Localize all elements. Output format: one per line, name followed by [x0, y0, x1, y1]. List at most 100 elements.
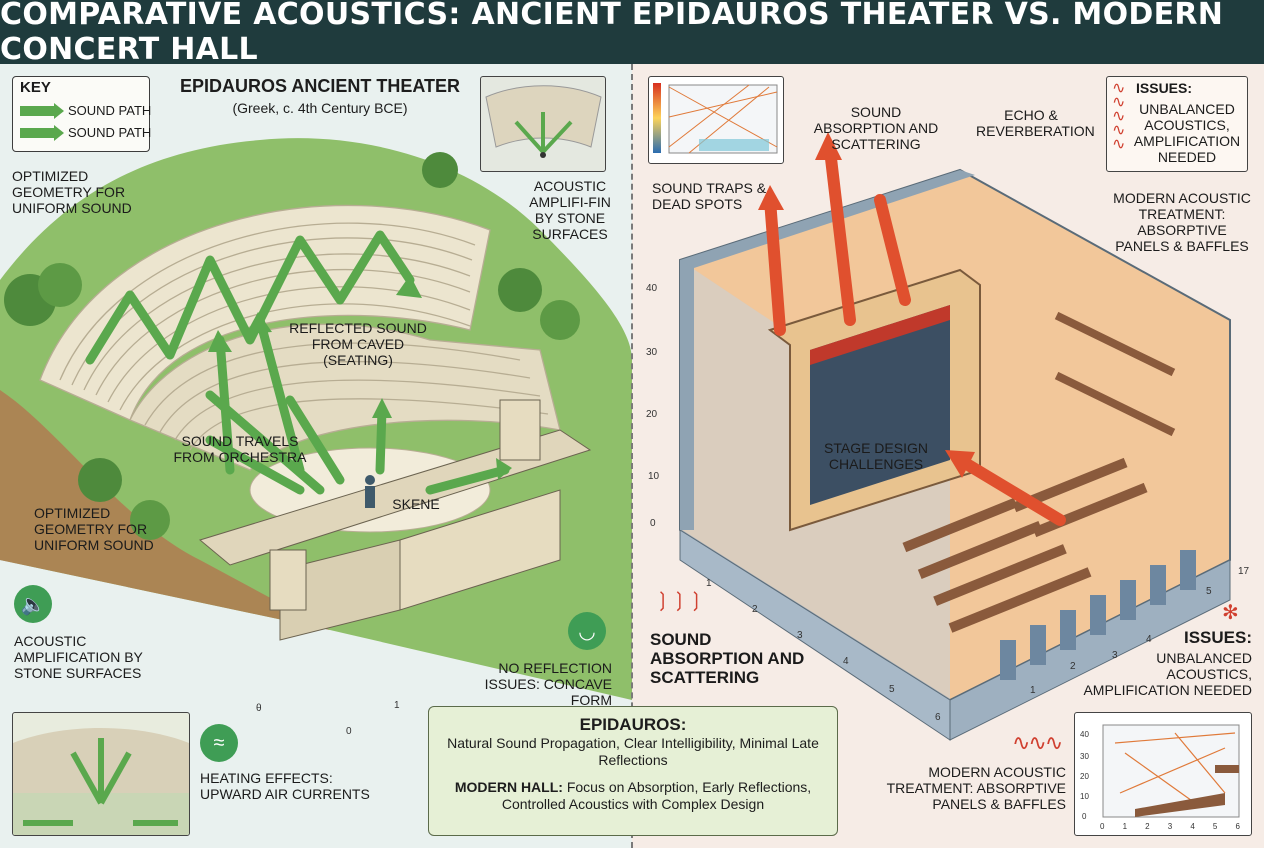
thumb-x-tick: 6	[1235, 822, 1240, 831]
summary-modern: MODERN HALL: Focus on Absorption, Early …	[429, 779, 837, 813]
theater-view-drawing	[485, 85, 602, 158]
label-reflected-sound: REFLECTED SOUND FROM CAVED (SEATING)	[289, 320, 427, 368]
x-tick-right: 17	[1238, 566, 1250, 577]
x-tick-right: 3	[1112, 650, 1118, 661]
red-arrow-heads	[758, 132, 975, 478]
axis-tick-left: 1	[394, 700, 400, 711]
issues-top-title: ISSUES:	[1136, 80, 1193, 96]
key-item-label: SOUND PATH	[68, 103, 152, 118]
thumb-y-tick: 0	[1082, 812, 1087, 821]
panel-divider	[631, 64, 633, 848]
x-tick: 4	[843, 656, 849, 667]
thumb-x-tick: 2	[1145, 822, 1150, 831]
x-tick: 5	[889, 684, 895, 695]
x-tick: 1	[706, 578, 712, 589]
thumb-x-tick: 4	[1190, 822, 1195, 831]
x-tick: 6	[935, 712, 941, 723]
label-geometry-bottom: OPTIMIZED GEOMETRY FOR UNIFORM SOUND	[34, 505, 154, 553]
issues-box-top	[1106, 76, 1248, 172]
summary-modern-text: Focus on Absorption, Early Reflections, …	[501, 779, 812, 812]
left-subtitle: (Greek, c. 4th Century BCE)	[232, 100, 408, 116]
heating-effects-drawing	[13, 728, 189, 835]
x-tick-right: 5	[1206, 586, 1212, 597]
label-sound-travels: SOUND TRAVELS FROM ORCHESTRA	[173, 433, 307, 465]
label-no-reflection: NO REFLECTION ISSUES: CONCAVE FORM	[484, 660, 612, 708]
key-item-1: SOUND PATH	[20, 103, 151, 119]
left-title: EPIDAUROS ANCIENT THEATER	[179, 76, 460, 96]
label-treatment-top: MODERN ACOUSTIC TREATMENT: ABSORPTIVE PA…	[1113, 190, 1251, 254]
x-tick-right: 2	[1070, 661, 1076, 672]
issues-bottom-text: UNBALANCED ACOUSTICS, AMPLIFICATION NEED…	[1083, 650, 1252, 698]
performer-body	[365, 486, 375, 508]
label-treatment-bottom: MODERN ACOUSTIC TREATMENT: ABSORPTIVE PA…	[886, 764, 1066, 812]
scene-illustration	[0, 132, 1231, 840]
y-tick: 40	[646, 283, 658, 294]
label-sound-traps: SOUND TRAPS & DEAD SPOTS	[652, 180, 767, 212]
ray-trace-drawing	[653, 83, 778, 154]
thumb-x-tick: 0	[1100, 822, 1105, 831]
summary-box: EPIDAUROS: Natural Sound Propagation, Cl…	[428, 706, 838, 836]
label-absorption-top: SOUND ABSORPTION AND SCATTERING	[813, 104, 939, 152]
thumb-x-tick: 5	[1212, 822, 1218, 831]
red-sound-paths	[764, 144, 1066, 526]
x-tick-right: 1	[1030, 685, 1036, 696]
summary-modern-label: MODERN HALL:	[454, 779, 563, 795]
soil-layer	[0, 390, 330, 630]
page-title: COMPARATIVE ACOUSTICS: ANCIENT EPIDAUROS…	[0, 0, 1224, 67]
label-geometry-top: OPTIMIZED GEOMETRY FOR UNIFORM SOUND	[12, 168, 132, 216]
issues-top-text: UNBALANCED ACOUSTICS, AMPLIFICATION NEED…	[1133, 101, 1241, 165]
hall-section-drawing	[1102, 724, 1240, 818]
key-item-2: SOUND PATH	[20, 125, 151, 141]
label-skene: SKENE	[392, 496, 440, 512]
triangle-head-icon	[54, 103, 64, 119]
skene-building	[198, 399, 592, 641]
theater-view-thumbnail	[480, 76, 606, 172]
x-tick: 3	[797, 630, 803, 641]
axis-tick-left: θ	[256, 703, 262, 714]
performer-head	[365, 475, 375, 485]
ray-trace-thumbnail	[648, 76, 784, 164]
sound-waves-icon: ❲❲❲	[654, 591, 705, 613]
label-heating-effects: HEATING EFFECTS: UPWARD AIR CURRENTS	[200, 770, 370, 802]
triangle-head-icon	[54, 125, 64, 141]
heating-effects-thumbnail	[12, 712, 190, 836]
x-tick: 2	[752, 604, 758, 615]
heat-waves-icon: ≈	[200, 724, 238, 762]
axis-tick-left: 0	[346, 726, 352, 737]
y-tick: 10	[648, 471, 660, 482]
green-sound-paths	[85, 230, 510, 495]
thumb-x-tick: 3	[1167, 822, 1173, 831]
speaker-icon: 🔈	[14, 585, 52, 623]
y-tick: 30	[646, 347, 658, 358]
label-echo: ECHO & REVERBERATION	[976, 107, 1095, 139]
arrow-icon	[20, 106, 54, 116]
summary-heading: EPIDAUROS:	[579, 715, 687, 734]
squiggle-icon: ∿∿∿∿∿	[1112, 80, 1126, 153]
thumb-y-tick: 30	[1080, 752, 1089, 761]
x-tick-right: 4	[1146, 634, 1152, 645]
key-item-label: SOUND PATH	[68, 125, 152, 140]
scatter-icon: ✻	[1222, 602, 1239, 624]
waveform-icon: ∿∿∿	[1012, 730, 1063, 755]
issues-bottom-title: ISSUES:	[1183, 628, 1252, 647]
arrow-icon	[20, 128, 54, 138]
label-acoustic-amplification: ACOUSTIC AMPLIFICATION BY STONE SURFACES	[14, 633, 143, 681]
header-bar: COMPARATIVE ACOUSTICS: ANCIENT EPIDAUROS…	[0, 0, 1264, 67]
key-title: KEY	[20, 79, 51, 96]
thumb-x-axis: 0 1 2 3 4 5 6	[1100, 822, 1240, 831]
thumb-y-tick: 40	[1080, 730, 1089, 739]
thumb-x-tick: 1	[1122, 822, 1128, 831]
label-stage-design: STAGE DESIGN CHALLENGES	[824, 440, 928, 472]
label-absorption-bottom: SOUND ABSORPTION AND SCATTERING	[650, 630, 805, 687]
concave-form-icon: ◡	[568, 612, 606, 650]
y-tick: 0	[650, 518, 656, 529]
thumb-y-tick: 20	[1080, 772, 1089, 781]
green-arrow-heads	[208, 275, 512, 480]
y-tick: 20	[646, 409, 658, 420]
summary-text: Natural Sound Propagation, Clear Intelli…	[447, 735, 819, 768]
hall-section-thumbnail	[1074, 712, 1252, 836]
thumb-y-tick: 10	[1080, 792, 1089, 801]
left-title-block: EPIDAUROS ANCIENT THEATER (Greek, c. 4th…	[150, 76, 490, 116]
concert-hall-cutaway	[679, 168, 1231, 741]
label-amplifi: ACOUSTIC AMPLIFI-FIN BY STONE SURFACES	[529, 178, 611, 242]
